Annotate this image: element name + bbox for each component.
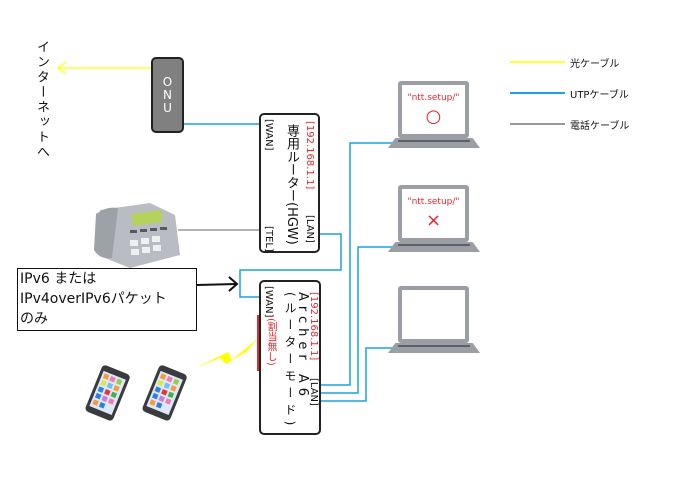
laptop-keys: [398, 140, 470, 142]
internet-arrow-head: [56, 61, 67, 75]
success-circle-icon: ○: [425, 106, 442, 127]
note-line-2: IPv4overIPv6パケット: [20, 291, 167, 307]
internet-label: インターネットへ: [34, 40, 49, 160]
onu-label-u: U: [163, 100, 172, 115]
legend-phone-label: 電話ケーブル: [570, 121, 630, 132]
archer-lan-port: [LAN]: [308, 378, 319, 406]
hgw-router: [WAN] [TEL] 専用ルーター(HGW) [192.168.1.1] [L…: [259, 113, 320, 253]
archer-title: Archer A6: [295, 292, 310, 401]
smartphone-icon: [142, 365, 187, 421]
utp-archer-laptop1: [321, 142, 395, 386]
laptop-keyboard: [388, 138, 480, 148]
legend-fiber-label: 光ケーブル: [570, 59, 620, 70]
utp-archer-laptop3: [321, 347, 395, 402]
archer-wan-note: (割当無し): [265, 318, 276, 366]
laptop-keys: [398, 345, 470, 347]
laptop-keyboard: [388, 242, 480, 252]
archer-wan-port: [WAN]: [263, 286, 274, 318]
laptop-1: "ntt.setup/" ○: [384, 74, 484, 154]
utp-archer-laptop2: [321, 246, 395, 394]
laptop-2: "ntt.setup/" ×: [384, 178, 484, 258]
hgw-tel-port: [TEL]: [263, 226, 274, 252]
laptop-keyboard: [388, 343, 480, 353]
laptop-3: [384, 279, 484, 359]
hgw-wan-port: [WAN]: [263, 119, 274, 151]
note-arrow: [196, 283, 237, 286]
wifi-bolt-icon: [195, 338, 258, 368]
legend-fiber-line: [510, 61, 565, 63]
hgw-lan-ip: [192.168.1.1]: [304, 121, 315, 190]
archer-lan-ip: [192.168.1.1]: [308, 292, 319, 361]
laptop-2-url: "ntt.setup/": [407, 197, 460, 207]
onu-device: O N U: [151, 57, 184, 133]
legend-utp-line: [510, 92, 565, 94]
note-line-3: のみ: [20, 311, 48, 327]
hgw-title: 専用ルーター(HGW): [284, 124, 299, 245]
onu-label-n: N: [163, 87, 172, 102]
laptop-1-url: "ntt.setup/": [407, 93, 460, 103]
legend-phone-line: [510, 123, 565, 125]
note-arrow-head: [228, 276, 239, 292]
legend-utp-label: UTPケーブル: [570, 90, 629, 101]
hgw-lan-port: [LAN]: [304, 215, 315, 243]
archer-mode: (ルーターモード): [283, 292, 297, 431]
laptop-keys: [398, 244, 470, 246]
smartphone-icon: [85, 365, 130, 421]
packet-note-box: IPv6 または IPv4overIPv6パケット のみ: [17, 268, 197, 331]
archer-a6-router: [WAN] (割当無し) (ルーターモード) Archer A6 [192.16…: [259, 280, 321, 435]
failure-cross-icon: ×: [425, 210, 442, 231]
note-line-1: IPv6 または: [20, 271, 97, 287]
utp-hgw-archer: [239, 233, 342, 298]
telephone-icon: [94, 203, 180, 268]
onu-label-o: O: [162, 74, 173, 89]
